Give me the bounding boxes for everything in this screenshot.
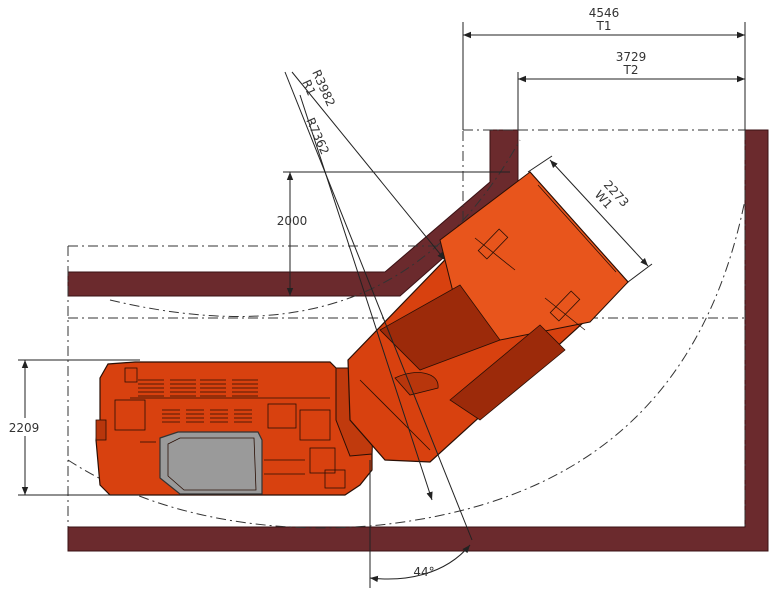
engine-cover: [159, 431, 263, 495]
bucket-shadow: [379, 284, 501, 371]
machine-rear-frame: [95, 361, 375, 496]
dimension-width: 2209: [2, 359, 140, 496]
dimension-angle: 44°: [369, 460, 471, 588]
t1-value: 4546: [589, 6, 620, 20]
t2-label: T2: [623, 63, 639, 77]
r1-label: R1: [299, 78, 318, 98]
t2-value: 3729: [616, 50, 647, 64]
width-value: 2209: [9, 421, 40, 435]
angle-value: 44°: [413, 565, 434, 579]
outer-corner-wall: [67, 129, 769, 552]
machine-front-frame: [347, 171, 629, 463]
dimension-t2: 3729 T2: [517, 50, 745, 130]
t1-label: T1: [596, 19, 612, 33]
r2-value: R7362: [303, 116, 332, 157]
dimension-t1: 4546 T1: [462, 6, 746, 130]
rear-grilles: [138, 379, 258, 423]
gap-value: 2000: [277, 214, 308, 228]
bucket-shadow-lower: [449, 324, 566, 421]
rear-bumper: [95, 419, 107, 441]
dimension-gap: 2000: [277, 171, 510, 296]
